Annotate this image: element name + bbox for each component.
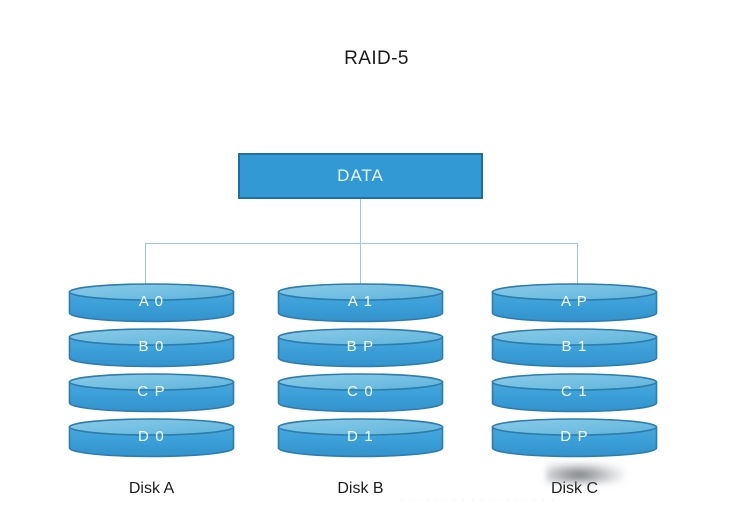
disk-block[interactable]: C 0: [277, 373, 444, 413]
disk-block[interactable]: A 1: [277, 283, 444, 323]
disk-block[interactable]: A 0: [68, 283, 235, 323]
connector-trunk: [360, 199, 361, 285]
connector-branch-disk-b: [360, 243, 361, 285]
disk-block[interactable]: C 1: [491, 373, 658, 413]
disk-stack-b: A 1 B P C 0 D 1: [277, 283, 444, 463]
cylinder-shape: [491, 373, 658, 413]
disk-block[interactable]: A P: [491, 283, 658, 323]
disk-block[interactable]: D 0: [68, 418, 235, 458]
connector-branch-disk-c: [577, 243, 578, 285]
data-box-label: DATA: [337, 166, 384, 185]
page-title: RAID-5: [344, 48, 409, 69]
disk-block[interactable]: D 1: [277, 418, 444, 458]
cylinder-shape: [491, 328, 658, 368]
disk-block[interactable]: D P: [491, 418, 658, 458]
disk-stack-a: A 0 B 0 C P D 0: [68, 283, 235, 463]
connector-bus: [145, 243, 578, 244]
connector-branch-disk-a: [145, 243, 146, 285]
cylinder-shape: [277, 328, 444, 368]
cylinder-shape: [68, 328, 235, 368]
disk-block[interactable]: B 0: [68, 328, 235, 368]
data-box[interactable]: DATA: [238, 153, 483, 199]
cylinder-shape: [68, 418, 235, 458]
disk-block[interactable]: B P: [277, 328, 444, 368]
cylinder-shape: [68, 373, 235, 413]
disk-block[interactable]: C P: [68, 373, 235, 413]
disk-block[interactable]: B 1: [491, 328, 658, 368]
cylinder-shape: [277, 373, 444, 413]
cylinder-shape: [491, 418, 658, 458]
cylinder-shape: [277, 418, 444, 458]
disk-caption-c: Disk C: [550, 480, 599, 497]
cylinder-shape: [68, 283, 235, 323]
disk-stack-c: A P B 1 C 1 D P: [491, 283, 658, 463]
cylinder-shape: [491, 283, 658, 323]
cylinder-shape: [277, 283, 444, 323]
disk-caption-b: Disk B: [337, 480, 384, 497]
disk-caption-a: Disk A: [128, 480, 175, 497]
